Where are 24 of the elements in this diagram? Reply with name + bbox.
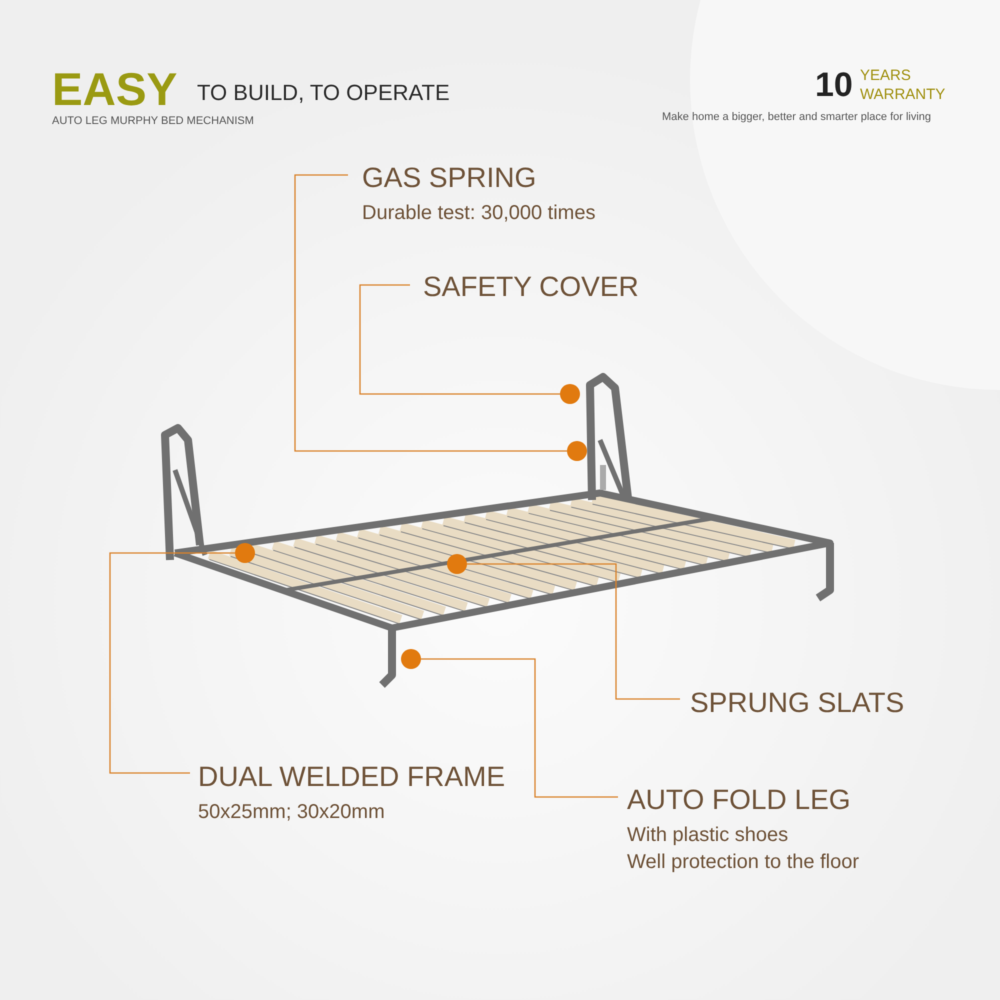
callout-description: With plastic shoes <box>627 824 790 847</box>
callout-heading: SPRUNG SLATS <box>690 687 904 719</box>
callout-dot <box>401 649 421 669</box>
warranty-text: WARRANTY <box>860 86 946 103</box>
callout-description: 50x25mm; 30x20mm <box>198 801 386 824</box>
slogan-text: TO BUILD, TO OPERATE <box>197 80 450 106</box>
callout-heading: DUAL WELDED FRAME <box>198 761 506 793</box>
warranty-number: 10 <box>815 66 853 105</box>
callout-dot <box>560 384 580 404</box>
leader-line <box>109 552 235 774</box>
callout-dot <box>567 441 587 461</box>
warranty-text: YEARS <box>860 67 911 84</box>
subtitle-text: AUTO LEG MURPHY BED MECHANISM <box>52 115 254 127</box>
leader-line <box>294 174 567 452</box>
callout-description: Well protection to the floor <box>627 851 859 874</box>
callout-heading: SAFETY COVER <box>423 271 639 303</box>
leader-line <box>421 658 618 798</box>
callout-heading: GAS SPRING <box>362 162 538 194</box>
leader-line <box>359 284 560 395</box>
tagline-text: Make home a bigger, better and smarter place for living <box>662 111 932 123</box>
callout-heading: AUTO FOLD LEG <box>627 784 852 816</box>
brand-slogan-text: EASY <box>52 62 178 116</box>
callout-description: Durable test: 30,000 times <box>362 202 596 225</box>
leader-line <box>467 563 680 700</box>
